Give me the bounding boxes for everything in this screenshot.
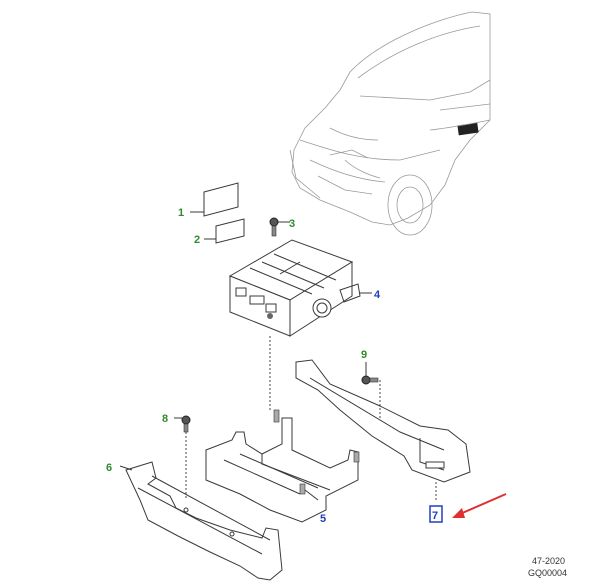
callout-7: 7	[432, 510, 438, 522]
callout-6: 6	[106, 462, 112, 474]
red-arrow	[452, 493, 507, 518]
bolt-3	[269, 217, 290, 237]
bracket-6	[119, 461, 283, 581]
callout-4: 4	[374, 289, 381, 301]
callout-5: 5	[320, 513, 326, 525]
bracket-5	[205, 409, 360, 523]
callout-9: 9	[361, 349, 367, 361]
audio-module-4	[228, 239, 372, 410]
bolt-8	[174, 415, 191, 500]
callout-2: 2	[194, 234, 200, 246]
bolt-9	[361, 362, 379, 385]
label-sticker-2	[204, 218, 245, 244]
callout-1: 1	[178, 207, 184, 219]
highlight-box	[429, 505, 443, 523]
vehicle-illustration	[289, 11, 491, 236]
callout-3: 3	[289, 218, 295, 230]
reference-id: GQ00004	[528, 568, 567, 578]
bracket-7	[295, 359, 471, 500]
callout-8: 8	[162, 413, 168, 425]
label-sticker-1	[190, 182, 239, 217]
reference-code: 47-2020	[532, 556, 565, 566]
